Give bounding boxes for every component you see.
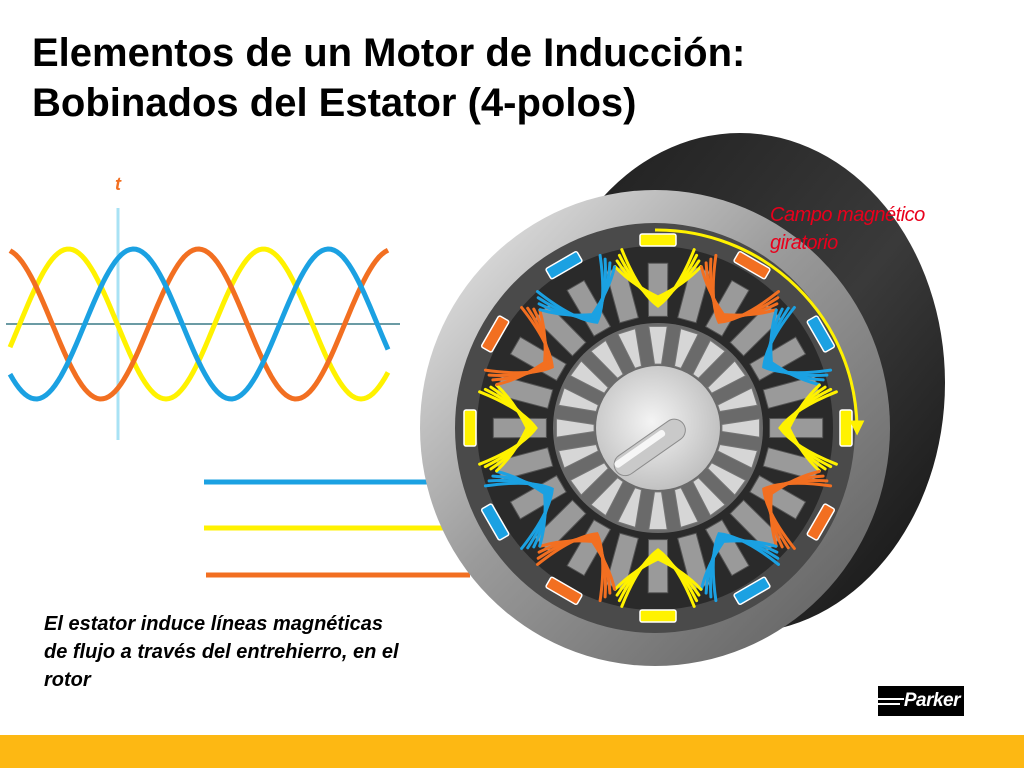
- rotor-bar: [648, 491, 668, 531]
- phase-wave-blue: [7, 246, 391, 402]
- caption-line-1: El estator induce líneas magnéticas: [44, 613, 384, 635]
- time-marker-label: t: [115, 174, 122, 194]
- footer-bar: [0, 735, 1024, 768]
- rotor-bar: [590, 339, 624, 379]
- slide-title: Elementos de un Motor de Inducción: Bobi…: [32, 28, 912, 128]
- rotor-bar: [617, 327, 643, 369]
- stator-tooth: [509, 474, 567, 520]
- stator-tooth: [704, 519, 750, 577]
- rotating-field-label: Campo magnético giratorio: [770, 201, 1010, 257]
- stator-coil: [480, 306, 554, 386]
- rotor: [553, 323, 763, 533]
- caption-line-3: rotor: [44, 669, 91, 691]
- rotor-bar: [569, 462, 609, 496]
- rotor-bar: [692, 339, 726, 379]
- stator-coil: [536, 250, 616, 324]
- caption-line-2: de flujo a través del entrehierro, en el: [44, 641, 399, 663]
- stator-tooth: [509, 336, 567, 382]
- stator-tooth: [647, 539, 669, 594]
- stator-caption: El estator induce líneas magnéticas de f…: [44, 610, 514, 694]
- stator-coil: [536, 532, 616, 606]
- title-line-1: Elementos de un Motor de Inducción:: [32, 31, 746, 75]
- stator-tooth: [749, 474, 807, 520]
- stator-tooth: [749, 336, 807, 382]
- rotor-bar: [557, 387, 599, 413]
- rotor-bar: [569, 360, 609, 394]
- stator-tooth: [704, 279, 750, 337]
- rotor-bar: [721, 418, 761, 438]
- stator-coil: [613, 548, 703, 623]
- stator-coil: [700, 250, 780, 324]
- stator-tooth: [647, 262, 669, 317]
- stator-coil: [463, 383, 538, 473]
- rotor-bar: [673, 487, 699, 529]
- rotor-shaft: [613, 418, 686, 477]
- stator-coil: [762, 470, 836, 550]
- field-label-line-2: giratorio: [770, 232, 838, 254]
- rotor-bar: [717, 387, 759, 413]
- stator-coil: [613, 233, 703, 308]
- parker-logo: Parker: [878, 686, 964, 716]
- rotor-bar: [590, 477, 624, 517]
- stator-tooth: [492, 417, 547, 439]
- stator-tooth: [566, 519, 612, 577]
- rotor-bar: [673, 327, 699, 369]
- stator-coil: [480, 470, 554, 550]
- rotating-field-arrow: [654, 228, 865, 436]
- title-line-2: Bobinados del Estator (4-polos): [32, 81, 637, 125]
- stator-coils: [463, 233, 853, 623]
- stator-motor-illustration: [420, 133, 945, 666]
- phase-wave-orange: [8, 246, 390, 402]
- rotor-bar: [557, 443, 599, 469]
- field-label-line-1: Campo magnético: [770, 204, 925, 226]
- stator-tooth: [566, 279, 612, 337]
- rotor-bar: [717, 443, 759, 469]
- rotor-bar: [555, 418, 595, 438]
- stator-tooth: [769, 417, 824, 439]
- rotor-bar: [692, 477, 726, 517]
- rotor-bar: [648, 325, 668, 365]
- rotor-bar: [707, 360, 747, 394]
- three-phase-waveform: t: [6, 174, 400, 440]
- stator-coil: [700, 532, 780, 606]
- phase-feed-lines: [204, 479, 470, 578]
- rotor-bar: [617, 487, 643, 529]
- rotor-bar: [707, 462, 747, 496]
- stator-coil: [762, 306, 836, 386]
